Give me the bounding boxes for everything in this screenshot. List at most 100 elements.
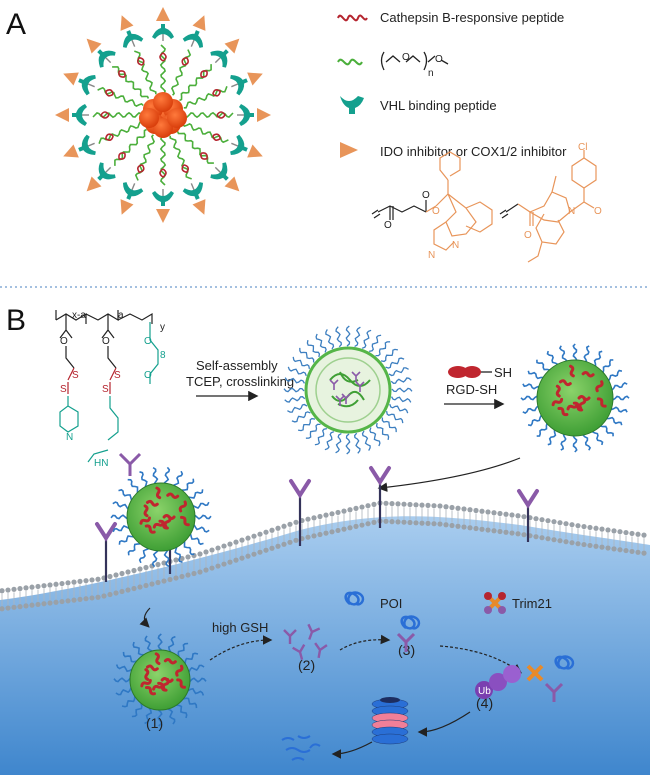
surface-chain <box>183 541 195 556</box>
surface-chain <box>167 635 176 653</box>
cathepsin-peptide <box>137 164 145 174</box>
rgd-peptide <box>558 379 572 387</box>
poi-icon <box>344 591 365 606</box>
lipid-head-inner <box>209 565 215 571</box>
antibody-bound-icon <box>396 632 416 652</box>
lipid-head-inner <box>107 591 113 598</box>
vhl-peptide <box>152 24 174 39</box>
peg-chain <box>97 86 144 108</box>
surface-chain <box>173 470 184 487</box>
lipid-head-outer <box>173 557 179 563</box>
lipid-head-outer <box>479 508 485 514</box>
pro-drug-nanoparticle <box>55 7 271 223</box>
surface-chain <box>194 514 212 520</box>
micelle-chain <box>361 430 371 451</box>
lipid-head-inner <box>413 520 419 526</box>
peg-o1: O <box>402 52 410 63</box>
rgd-peptide <box>180 515 190 527</box>
lipid-head-inner <box>455 523 461 529</box>
lipid-head-inner <box>407 519 413 526</box>
crosslinked-micelle <box>283 325 413 455</box>
lipid-head-inner <box>17 604 23 610</box>
lipid-head-outer <box>497 510 503 517</box>
lipid-head-inner <box>617 547 623 553</box>
peg-o2: O <box>435 54 443 65</box>
peg-chain <box>114 128 147 166</box>
lipid-head-inner <box>461 524 467 530</box>
rgd-peptide <box>144 685 156 696</box>
inhibitor <box>257 108 271 122</box>
rgd-peptide <box>596 397 607 408</box>
micelle-chain <box>375 341 391 357</box>
polymer-o4: O <box>144 370 152 381</box>
antibody-poi-complex <box>396 615 421 652</box>
vhl-peptide <box>97 49 116 68</box>
lipid-head-inner <box>161 578 167 584</box>
lipid-head-inner <box>599 544 605 550</box>
lipid-head-outer <box>455 505 461 511</box>
micelle-chain <box>284 396 306 403</box>
lipid-head-outer <box>341 508 347 514</box>
lipid-head-outer <box>431 503 437 509</box>
lipid-head-outer <box>137 566 143 572</box>
lipid-head-inner <box>419 520 425 526</box>
inhibitor <box>192 15 206 31</box>
micelle-chain <box>345 325 351 347</box>
surface-chain <box>600 425 614 437</box>
vhl-peptide <box>97 162 116 181</box>
cathepsin-peptide <box>200 152 208 160</box>
lipid-head-inner <box>503 529 509 535</box>
polymer-n-pyridine: N <box>66 432 73 443</box>
lipid-head-outer <box>557 520 563 526</box>
lipid-head-outer <box>71 579 77 585</box>
cathepsin-peptide <box>104 89 114 97</box>
free-antibody <box>283 629 297 644</box>
lipid-head-outer <box>605 527 611 533</box>
surface-chain <box>152 466 159 485</box>
cell-membrane <box>0 500 647 612</box>
micelle-chain <box>287 366 307 377</box>
lipid-head-inner <box>443 522 449 528</box>
surface-chain <box>187 687 205 696</box>
lipid-head-outer <box>617 529 623 535</box>
surface-chain <box>610 406 628 413</box>
surface-chain <box>612 395 630 401</box>
micelle-chain <box>324 431 335 451</box>
lipid-head-inner <box>365 521 371 527</box>
step-label-4: (4) <box>476 695 493 711</box>
lipid-head-inner <box>347 525 353 531</box>
chem-o-5: O <box>594 206 602 217</box>
rgd-peptide <box>155 486 162 500</box>
cox-inhibitor-structure: O N O Cl <box>499 142 602 263</box>
lipid-head-inner <box>77 596 83 603</box>
lipid-head-inner <box>65 598 71 604</box>
rgd-step: SH RGD-SH <box>444 365 512 410</box>
integrin-head <box>95 522 117 542</box>
lipid-head-outer <box>95 576 101 582</box>
surface-chain <box>115 687 132 696</box>
surface-chain <box>592 431 604 446</box>
micelle-chain <box>390 396 412 403</box>
surface-chain <box>189 677 207 683</box>
surface-chain <box>536 359 550 371</box>
lipid-head-outer <box>443 504 449 510</box>
lipid-head-inner <box>29 602 35 608</box>
micelle-chain <box>345 433 351 455</box>
chem-n-2: N <box>452 240 459 251</box>
legend-item-cathepsin: Cathepsin B-responsive peptide <box>337 10 564 25</box>
integrin-head <box>289 479 311 499</box>
micelle-chain <box>299 347 315 363</box>
lipid-head-outer <box>371 501 377 507</box>
rgd-peptide <box>163 658 177 665</box>
lipid-head-outer <box>461 506 467 512</box>
polymer-s3: S <box>114 370 121 381</box>
micelle-chain <box>287 403 308 413</box>
trim21-protein: Trim21 <box>484 592 552 614</box>
surface-chain <box>602 359 614 373</box>
micelle-chain <box>385 357 405 369</box>
surface-chain <box>192 501 210 509</box>
inhibitor <box>224 38 240 54</box>
peg-chain <box>134 50 157 95</box>
rgd-peptide <box>163 515 172 528</box>
chem-o-3: O <box>432 206 440 217</box>
